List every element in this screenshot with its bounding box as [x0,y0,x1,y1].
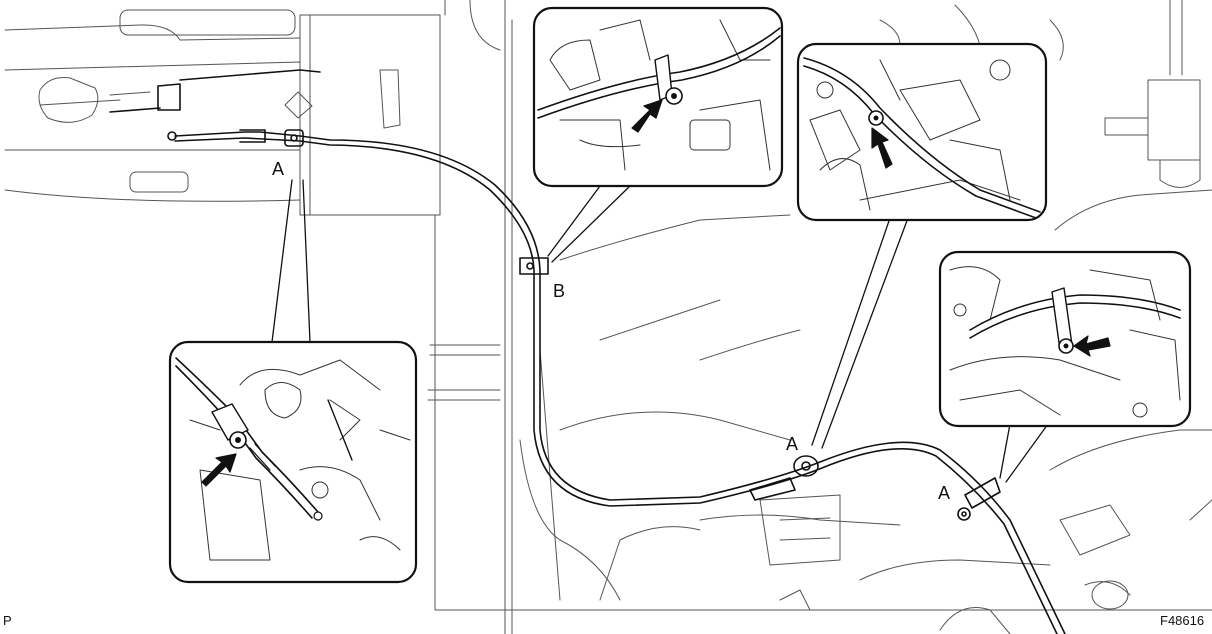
callout-leaders [271,179,1049,483]
arrow-pointer-icon [631,99,663,133]
arrow-pointer-icon [1073,335,1111,357]
label-clamp-a-mid: A [786,434,799,454]
label-clamp-b: B [553,281,566,301]
detail-box-cable-end-a [168,340,418,584]
detail-box-clamp-a-right [938,250,1192,428]
corner-label: P [3,613,12,628]
vehicle-body-outline [4,0,1212,634]
label-clamp-a-top: A [272,159,285,179]
parking-brake-cable [109,69,1066,634]
label-clamp-a-right: A [938,483,951,503]
detail-box-clamp-a-upper [796,42,1048,222]
figure-id: F48616 [1160,613,1205,628]
cable-clamp-icon [211,403,249,441]
detail-box-clamp-b [532,6,784,188]
arrow-pointer-icon [871,127,893,169]
arrow-pointer-icon [201,453,237,487]
